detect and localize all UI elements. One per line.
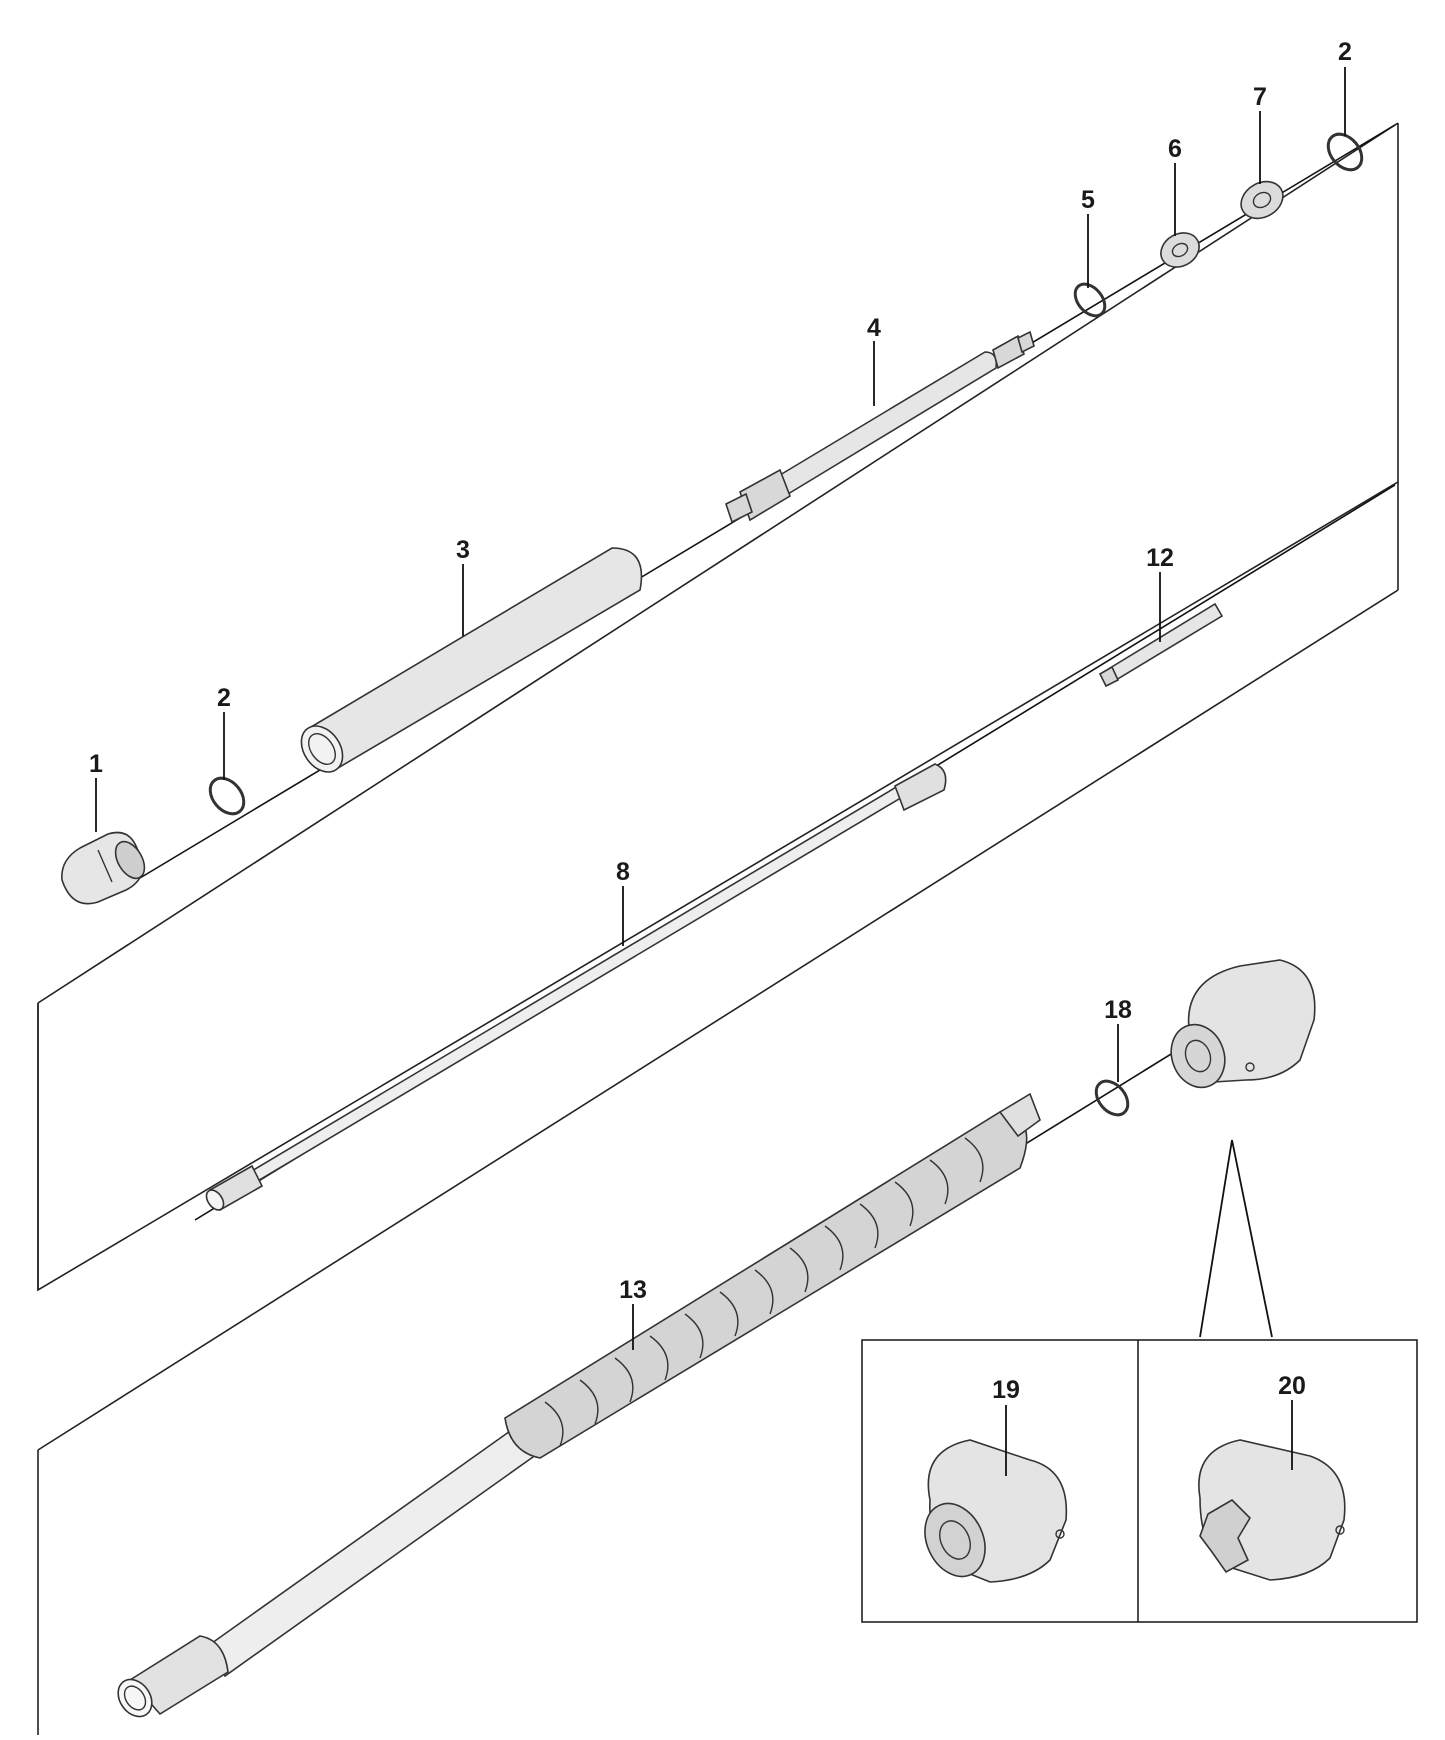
- part-label-8: 8: [616, 858, 630, 886]
- part-label-7: 7: [1253, 83, 1267, 111]
- o-ring-icon: [1326, 132, 1364, 172]
- flex-hose-icon: [117, 1092, 1041, 1718]
- o-ring-icon: [1094, 1079, 1130, 1117]
- inset-pointer: [1199, 1139, 1273, 1338]
- part-label-18: 18: [1104, 996, 1132, 1024]
- panel-frames: [37, 122, 1399, 1735]
- part-label-2-left: 2: [217, 684, 231, 712]
- shaft-icon: [725, 330, 1035, 524]
- panel-frame-lower-top: [37, 589, 1399, 1451]
- part-label-4: 4: [867, 314, 881, 342]
- part-label-12: 12: [1146, 544, 1174, 572]
- o-ring-icon: [208, 776, 246, 816]
- coupling-icon: [1198, 1439, 1346, 1581]
- panel-frame-upper-top: [37, 122, 1399, 1004]
- inset-frame: [861, 1339, 1418, 1623]
- part-label-13: 13: [619, 1276, 647, 1304]
- part-label-1: 1: [89, 750, 103, 778]
- leader-lines: [95, 67, 1346, 1476]
- hose-ribs: [544, 1137, 984, 1447]
- bearing-icon: [1160, 232, 1200, 268]
- shaft-icon: [1098, 602, 1224, 688]
- washer-icon: [1073, 282, 1107, 318]
- bearing-icon: [1240, 180, 1284, 220]
- inset-box: [861, 1139, 1418, 1623]
- part-labels: 1 2 3 4 5 6 7 2 8 12 13 18 19 20: [89, 38, 1352, 1404]
- end-cap-icon: [61, 831, 146, 905]
- part-label-5: 5: [1081, 186, 1095, 214]
- coupling-icon: [924, 1439, 1068, 1583]
- drive-shaft-icon: [205, 763, 947, 1212]
- tube-icon: [300, 547, 643, 773]
- part-label-6: 6: [1168, 135, 1182, 163]
- panel-frame-upper: [37, 123, 1399, 1292]
- part-label-2-right: 2: [1338, 38, 1352, 66]
- part-label-20: 20: [1278, 1372, 1306, 1400]
- part-label-19: 19: [992, 1376, 1020, 1404]
- part-label-3: 3: [456, 536, 470, 564]
- coupling-icon: [1170, 959, 1316, 1089]
